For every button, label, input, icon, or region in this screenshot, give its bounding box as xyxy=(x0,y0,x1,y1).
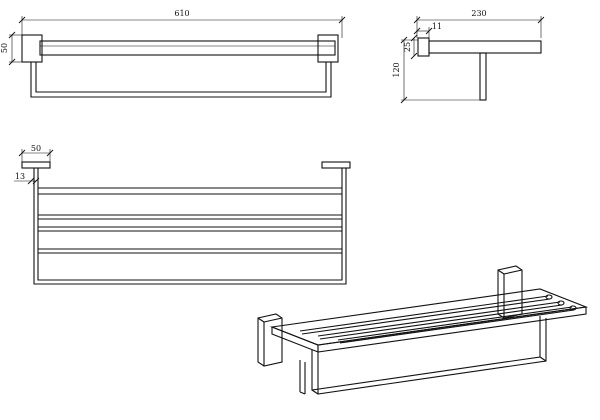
depth-dimension-label: 230 xyxy=(471,9,486,18)
plate-dimension-label: 25 xyxy=(403,42,412,52)
iso-rail-1 xyxy=(299,295,549,332)
isometric-view xyxy=(257,265,589,395)
top-view: 50 13 xyxy=(14,144,351,285)
front-view: 610 50 xyxy=(0,9,346,98)
side-height-dimension-label: 120 xyxy=(392,62,401,77)
side-shelf-arm xyxy=(428,40,542,54)
bracket-dimension-label: 13 xyxy=(15,172,25,181)
iso-towel-rail xyxy=(317,318,547,395)
shelf-bar xyxy=(39,40,336,56)
top-left-flange xyxy=(21,161,51,169)
iso-rail-2 xyxy=(317,301,561,337)
side-rail-drop xyxy=(479,52,487,101)
towel-rail xyxy=(30,62,332,98)
right-wall-plate xyxy=(317,34,339,63)
left-wall-plate xyxy=(21,34,43,63)
top-right-flange xyxy=(321,161,351,169)
height-dimension-label: 50 xyxy=(0,43,9,53)
iso-left-wall-plate xyxy=(257,313,283,367)
top-frame-outer xyxy=(33,168,347,285)
iso-rail-3 xyxy=(337,306,573,341)
side-wall-plate xyxy=(417,37,430,57)
width-dimension-label: 610 xyxy=(174,9,189,18)
flange-dimension-label: 50 xyxy=(31,144,41,153)
offset-dimension-label: 11 xyxy=(432,22,442,31)
side-view: 230 11 25 120 xyxy=(392,9,545,104)
